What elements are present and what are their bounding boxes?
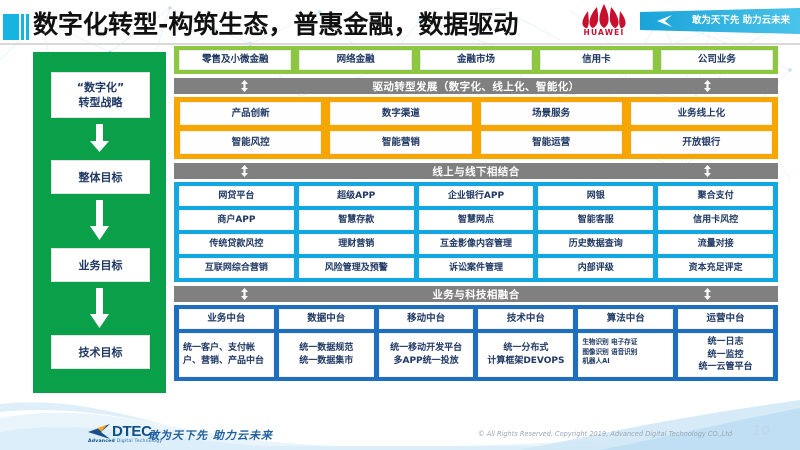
transformation-row: 智能风控 智能营销 智能运营 开放银行 [180,131,772,154]
transformation-cell[interactable]: 数字渠道 [330,102,472,125]
dtec-tagline-bold: Advanced [88,439,115,444]
transformation-cell[interactable]: 产品创新 [180,102,322,125]
midend-body-cell[interactable]: 生物识别 电子存证图像识别 语音识别机器人AI [578,333,674,377]
dtec-logo: DTEC Advanced Digital Technology [88,423,173,446]
dtec-tagline-rest: Digital Technology [114,439,163,444]
online-offline-cell[interactable]: 商户APP [179,210,294,230]
architecture-stack: 零售及小微金融 网络金融 金融市场 信用卡 公司业务 驱动转型发展（数字化、线上… [174,46,778,381]
connector-bar-3-label: 业务与科技相融合 [432,288,520,301]
online-offline-cell[interactable]: 风险管理及预警 [298,258,414,278]
copyright-text: © All Rights Reserved. Copyright 2019, A… [478,430,733,438]
online-offline-cell[interactable]: 理财营销 [298,234,414,254]
online-offline-band: 网贷平台 超级APP 企业银行APP 网银 聚合支付 商户APP 智慧存款 智慧… [174,182,778,282]
page-number: 10 [752,424,771,439]
dtec-wordmark: DTEC [112,423,152,440]
online-offline-cell[interactable]: 超级APP [298,186,414,206]
online-offline-cell[interactable]: 网贷平台 [179,186,294,206]
slogan-ribbon: 敢为天下先 助力云未来 [640,8,800,34]
title-decoration-icon [3,14,29,40]
down-arrow-icon-1 [90,124,109,152]
business-line-cell[interactable]: 网络金融 [299,50,412,70]
connector-bar-2: 线上与线下相结合 [174,163,778,179]
online-offline-cell[interactable]: 网银 [538,186,654,206]
strategy-step-1-label: “数字化”转型战略 [76,81,125,109]
online-offline-cell[interactable]: 智能客服 [538,210,654,230]
midend-header-cell[interactable]: 运营中台 [678,309,773,329]
midend-body-cell[interactable]: 统一移动开发平台多APP统一投放 [378,333,474,377]
transformation-cell[interactable]: 业务线上化 [630,102,772,125]
online-offline-cell[interactable]: 信用卡风控 [658,210,773,230]
transformation-cell[interactable]: 智能运营 [480,131,622,154]
strategy-step-4[interactable]: 技术目标 [51,335,150,369]
midend-header-cell[interactable]: 技术中台 [478,309,574,329]
connector-bar-2-label: 线上与线下相结合 [432,165,520,178]
business-line-cell[interactable]: 公司业务 [660,50,774,70]
midend-header-cell[interactable]: 数据中台 [278,309,374,329]
up-down-arrow-icon [241,165,248,177]
midend-header-cell[interactable]: 算法中台 [578,309,674,329]
online-offline-row: 传统贷款风控 理财营销 互金影像内容管理 历史数据查询 流量对接 [179,234,773,254]
connector-bar-1-label: 驱动转型发展（数字化、线上化、智能化） [372,80,580,93]
paper-plane-icon [657,15,672,27]
online-offline-cell[interactable]: 聚合支付 [658,186,773,206]
midend-band: 业务中台 数据中台 移动中台 技术中台 算法中台 运营中台 统一客户、支付帐户、… [174,305,778,381]
transformation-row: 产品创新 数字渠道 场景服务 业务线上化 [180,102,772,125]
title-divider [0,43,800,45]
business-lines-band: 零售及小微金融 网络金融 金融市场 信用卡 公司业务 [174,46,778,74]
online-offline-cell[interactable]: 流量对接 [658,234,773,254]
online-offline-cell[interactable]: 内部评级 [538,258,654,278]
footer-wave-decoration [0,400,800,450]
strategy-step-3[interactable]: 业务目标 [51,248,150,282]
down-arrow-icon-3 [90,288,109,328]
footer-slogan: 敢为天下先 助力云未来 [148,429,273,442]
online-offline-cell[interactable]: 智慧存款 [298,210,414,230]
midend-header-cell[interactable]: 移动中台 [378,309,474,329]
midend-body-cell[interactable]: 统一分布式计算框架DEVOPS [478,333,574,377]
huawei-flower-icon [582,4,626,29]
online-offline-cell[interactable]: 企业银行APP [418,186,534,206]
up-down-arrow-icon [241,80,248,92]
strategy-column: “数字化”转型战略 整体目标 业务目标 技术目标 [33,52,166,393]
midend-body-row: 统一客户、支付帐户、营销、产品中台 统一数据规范统一数据集市 统一移动开发平台多… [179,333,773,377]
online-offline-cell[interactable]: 互金影像内容管理 [418,234,534,254]
down-arrow-icon-2 [90,200,109,240]
huawei-wordmark: HUAWEI [583,28,625,37]
dtec-arrow-icon [88,424,110,439]
connector-bar-3: 业务与科技相融合 [174,286,778,302]
business-line-cell[interactable]: 信用卡 [540,50,653,70]
transformation-band: 产品创新 数字渠道 场景服务 业务线上化 智能风控 智能营销 智能运营 开放银行 [174,97,778,159]
online-offline-cell[interactable]: 诉讼案件管理 [418,258,534,278]
ribbon-slogan: 敢为天下先 助力云未来 [691,15,791,26]
midend-body-cell[interactable]: 统一日志统一监控统一云管平台 [678,333,773,377]
online-offline-row: 网贷平台 超级APP 企业银行APP 网银 聚合支付 [179,186,773,206]
transformation-cell[interactable]: 场景服务 [480,102,622,125]
transformation-cell[interactable]: 开放银行 [630,131,772,154]
huawei-logo: HUAWEI [575,2,633,42]
online-offline-cell[interactable]: 智慧网点 [418,210,534,230]
transformation-cell[interactable]: 智能风控 [180,131,322,154]
midend-header-cell[interactable]: 业务中台 [179,309,274,329]
online-offline-cell[interactable]: 传统贷款风控 [179,234,294,254]
up-down-arrow-icon [241,288,248,300]
business-line-cell[interactable]: 零售及小微金融 [179,50,292,70]
dtec-tagline: Advanced Digital Technology [88,439,162,444]
online-offline-cell[interactable]: 资本充足评定 [658,258,773,278]
strategy-step-1[interactable]: “数字化”转型战略 [51,72,150,118]
business-line-cell[interactable]: 金融市场 [419,50,533,70]
transformation-cell[interactable]: 智能营销 [330,131,472,154]
online-offline-row: 互联网综合营销 风险管理及预警 诉讼案件管理 内部评级 资本充足评定 [179,258,773,278]
midend-body-cell[interactable]: 统一数据规范统一数据集市 [278,333,374,377]
online-offline-cell[interactable]: 历史数据查询 [538,234,654,254]
up-down-arrow-icon [704,288,711,300]
midend-header-row: 业务中台 数据中台 移动中台 技术中台 算法中台 运营中台 [179,309,773,329]
up-down-arrow-icon [704,165,711,177]
page-title: 数字化转型-构筑生态，普惠金融，数据驱动 [33,10,519,39]
up-down-arrow-icon [704,80,711,92]
midend-body-cell[interactable]: 统一客户、支付帐户、营销、产品中台 [179,333,274,377]
online-offline-cell[interactable]: 互联网综合营销 [179,258,294,278]
online-offline-row: 商户APP 智慧存款 智慧网点 智能客服 信用卡风控 [179,210,773,230]
connector-bar-1: 驱动转型发展（数字化、线上化、智能化） [174,78,778,94]
strategy-step-2[interactable]: 整体目标 [51,160,150,194]
